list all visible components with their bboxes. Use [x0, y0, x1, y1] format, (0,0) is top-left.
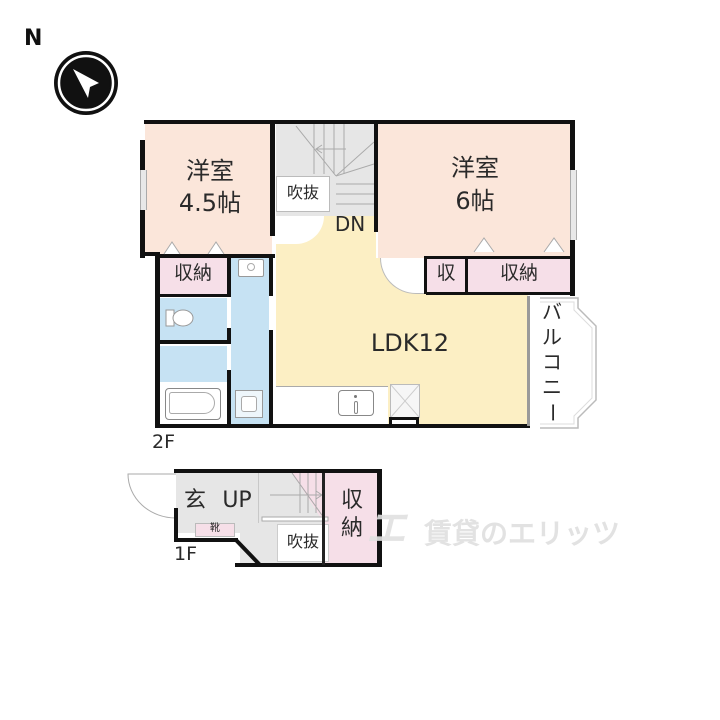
wall: [227, 370, 231, 428]
stairs-up-label: UP: [222, 488, 252, 513]
wall: [144, 120, 574, 124]
stairs-down-label: DN: [334, 212, 366, 236]
wall: [270, 124, 275, 236]
bedroom-east: [378, 124, 571, 258]
fridge-space-icon: [390, 384, 420, 418]
wall: [140, 210, 145, 258]
closet-door-markers-east: [473, 237, 565, 253]
north-arrow-compass-icon: [53, 50, 119, 116]
wall: [140, 252, 160, 256]
balcony-label: バ ル コ ニ ー: [540, 300, 565, 423]
kitchen-sink-icon: [338, 390, 374, 416]
closet-door-markers: [163, 241, 225, 255]
washing-machine-icon: [235, 390, 263, 418]
floor-label-1f: 1F: [174, 543, 198, 565]
balcony: [530, 296, 602, 430]
window-east: [570, 170, 577, 240]
wall: [227, 328, 231, 344]
storage-small-label: 収: [436, 262, 456, 284]
wall: [269, 256, 273, 296]
toilet-icon: [165, 306, 195, 330]
watermark-logo: エ: [366, 506, 406, 552]
balcony-sash: [527, 296, 530, 426]
ldk-label: LDK12: [370, 329, 450, 357]
wall: [374, 124, 378, 232]
storage-small: [426, 258, 466, 292]
shoe-box-label: 靴: [210, 523, 220, 534]
bedroom-west-name: 洋室: [186, 157, 234, 185]
wall: [235, 563, 382, 567]
wall: [155, 294, 231, 297]
wall: [426, 292, 574, 295]
wall: [424, 256, 427, 294]
bedroom-east-name: 洋室: [451, 154, 499, 182]
wall-diagonal: [234, 538, 262, 567]
wall: [174, 508, 178, 542]
washroom: [159, 346, 227, 382]
void-2f: [276, 176, 330, 212]
wall: [155, 254, 275, 258]
wall: [570, 120, 575, 170]
storage-east: [468, 258, 570, 292]
wall: [174, 469, 382, 473]
entrance-label: 玄: [183, 488, 206, 513]
stairs-1f: [257, 472, 378, 523]
wall: [426, 256, 574, 259]
floor-label-2f: 2F: [152, 431, 176, 453]
wall: [227, 256, 231, 296]
storage-east-label: 収納: [499, 262, 538, 284]
wall: [155, 424, 530, 428]
void-1f: [277, 524, 329, 562]
shoe-box: [195, 523, 235, 537]
washbasin-icon: [238, 259, 264, 277]
storage-west: [159, 258, 227, 294]
north-label: N: [24, 26, 43, 51]
wall: [155, 340, 231, 344]
wall: [269, 330, 273, 428]
wall: [322, 473, 325, 565]
window-west: [140, 170, 147, 210]
wall: [465, 256, 468, 294]
storage-1f-label-2: 納: [340, 516, 363, 541]
bedroom-west-size: 4.5帖: [178, 189, 242, 217]
wall: [140, 140, 145, 170]
watermark-text: 賃貸のエリッツ: [424, 517, 621, 550]
bathtub-icon: [165, 388, 221, 420]
wall: [174, 538, 238, 542]
wall: [377, 469, 382, 567]
storage-west-label: 収納: [173, 262, 212, 284]
void-1f-label: 吹抜: [286, 532, 319, 551]
wall: [570, 240, 575, 296]
bedroom-west: [145, 124, 272, 256]
stairs-2f: [276, 124, 375, 216]
storage-1f-label-1: 収: [340, 488, 363, 513]
bedroom-east-size: 6帖: [455, 187, 495, 215]
void-2f-label: 吹抜: [286, 183, 319, 202]
entrance-door-swing: [127, 473, 177, 519]
